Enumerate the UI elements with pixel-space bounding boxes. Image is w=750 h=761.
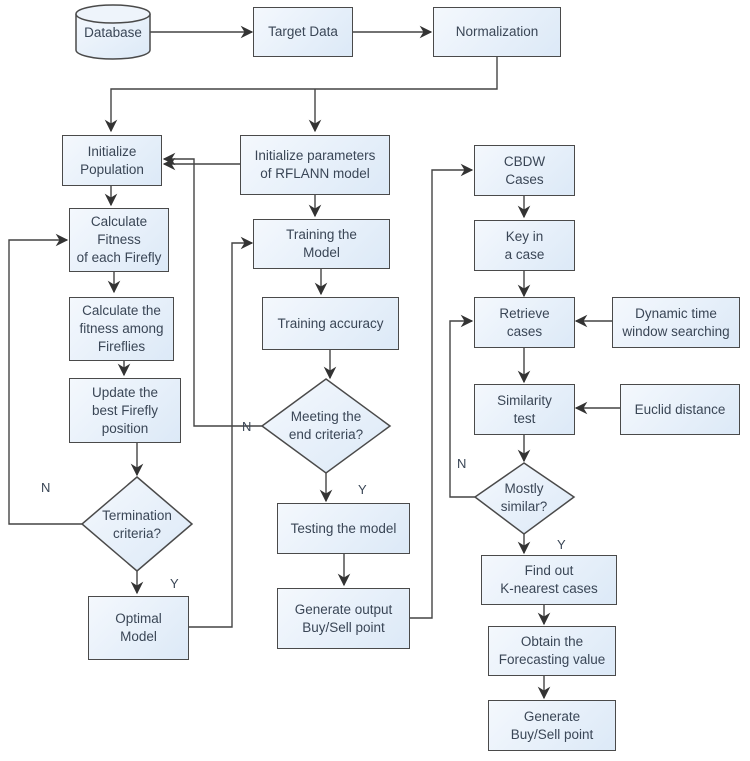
label-termination-yes: Y xyxy=(170,576,179,591)
node-retrieve-cases: Retrieve cases xyxy=(474,297,575,348)
node-forecasting-value: Obtain the Forecasting value xyxy=(488,626,616,676)
edge-optimal-training xyxy=(189,236,254,628)
node-training-model: Training the Model xyxy=(253,219,390,269)
node-database: Database xyxy=(84,25,142,40)
node-initialize-parameters: Initialize parameters of RFLANN model xyxy=(240,135,390,195)
node-calculate-fitness: Calculate Fitness of each Firefly xyxy=(69,208,169,272)
label-similar-no: N xyxy=(457,456,467,471)
node-meeting-end-criteria: Meeting the end criteria? xyxy=(288,409,364,442)
node-cbdw-cases: CBDW Cases xyxy=(474,145,575,196)
node-training-accuracy: Training accuracy xyxy=(262,297,399,350)
node-initialize-population: Initialize Population xyxy=(62,135,162,186)
edge-meeting-no xyxy=(162,152,262,427)
node-generate-output: Generate output Buy/Sell point xyxy=(277,588,410,649)
database-cylinder-icon xyxy=(75,4,151,60)
node-k-nearest-cases: Find out K-nearest cases xyxy=(481,555,617,605)
meeting-end-diamond xyxy=(260,378,392,474)
edge-termination-no xyxy=(8,233,82,525)
label-meeting-yes: Y xyxy=(358,482,367,497)
edge-generate-cbdw xyxy=(409,163,474,619)
node-testing-model: Testing the model xyxy=(277,503,410,554)
label-meeting-no: N xyxy=(242,419,252,434)
node-generate-buy-sell: Generate Buy/Sell point xyxy=(488,700,616,751)
node-mostly-similar: Mostly similar? xyxy=(500,481,548,514)
node-target-data: Target Data xyxy=(253,7,353,57)
node-normalization: Normalization xyxy=(433,7,561,57)
label-similar-yes: Y xyxy=(557,537,566,552)
mostly-similar-diamond xyxy=(473,462,576,535)
node-termination-criteria: Termination criteria? xyxy=(102,508,172,541)
node-calculate-fitness-among: Calculate the fitness among Fireflies xyxy=(69,297,174,361)
edge-mostly-no xyxy=(449,314,475,498)
node-dynamic-time-window: Dynamic time window searching xyxy=(612,297,740,348)
node-similarity-test: Similarity test xyxy=(474,384,575,435)
edge-normalization-split xyxy=(104,56,498,133)
label-termination-no: N xyxy=(41,480,51,495)
termination-diamond xyxy=(80,476,194,572)
node-key-in-case: Key in a case xyxy=(474,220,575,271)
node-update-best-firefly: Update the best Firefly position xyxy=(69,378,181,443)
node-euclid-distance: Euclid distance xyxy=(620,384,740,435)
node-optimal-model: Optimal Model xyxy=(88,596,189,660)
